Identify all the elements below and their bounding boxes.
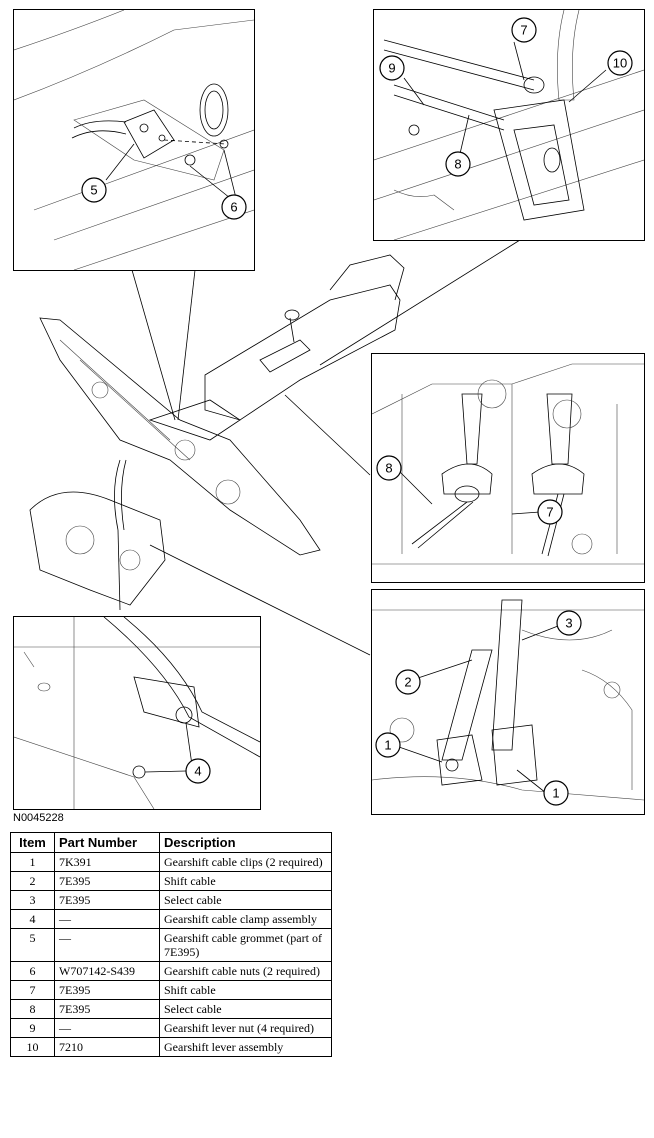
- cell-item: 6: [10, 961, 55, 981]
- table-row: 9 — Gearshift lever nut (4 required): [10, 1018, 332, 1038]
- callout-7: 7: [511, 17, 537, 43]
- cell-part-number: —: [54, 909, 160, 929]
- detail-panel-grommet-nuts: 5 6: [13, 9, 255, 271]
- cell-part-number: 7E395: [54, 871, 160, 891]
- table-row: 4 — Gearshift cable clamp assembly: [10, 909, 332, 929]
- callout-3: 3: [556, 610, 582, 636]
- svg-text:3: 3: [565, 616, 572, 631]
- cell-item: 9: [10, 1018, 55, 1038]
- callout-10: 10: [607, 50, 633, 76]
- callout-8: 8: [445, 151, 471, 177]
- header-item: Item: [10, 832, 55, 853]
- cell-description: Shift cable: [159, 980, 332, 1000]
- cell-part-number: 7E395: [54, 890, 160, 910]
- svg-text:2: 2: [404, 675, 411, 690]
- table-row: 5 — Gearshift cable grommet (part of 7E3…: [10, 928, 332, 962]
- callout-8: 8: [376, 455, 402, 481]
- cell-part-number: —: [54, 1018, 160, 1038]
- cell-item: 7: [10, 980, 55, 1000]
- cell-part-number: 7E395: [54, 999, 160, 1019]
- cell-item: 2: [10, 871, 55, 891]
- svg-text:8: 8: [385, 461, 392, 476]
- detail-panel-gearshift-lever: 7 9 10 8: [373, 9, 645, 241]
- callout-7: 7: [537, 499, 563, 525]
- cell-description: Gearshift cable clips (2 required): [159, 852, 332, 872]
- table-header-row: Item Part Number Description: [10, 832, 332, 853]
- svg-text:6: 6: [230, 200, 237, 215]
- callout-1: 1: [543, 780, 569, 806]
- cell-description: Select cable: [159, 999, 332, 1019]
- table-row: 6 W707142-S439 Gearshift cable nuts (2 r…: [10, 961, 332, 981]
- table-row: 8 7E395 Select cable: [10, 999, 332, 1019]
- cell-item: 5: [10, 928, 55, 962]
- table-row: 7 7E395 Shift cable: [10, 980, 332, 1000]
- header-part-number: Part Number: [54, 832, 160, 853]
- cell-item: 10: [10, 1037, 55, 1057]
- table-row: 10 7210 Gearshift lever assembly: [10, 1037, 332, 1057]
- svg-text:1: 1: [552, 786, 559, 801]
- svg-text:8: 8: [454, 157, 461, 172]
- svg-text:5: 5: [90, 183, 97, 198]
- svg-text:1: 1: [384, 738, 391, 753]
- exploded-view-figure: 5 6 7: [13, 9, 645, 815]
- table-row: 3 7E395 Select cable: [10, 890, 332, 910]
- cell-description: Gearshift cable grommet (part of 7E395): [159, 928, 332, 962]
- cell-item: 3: [10, 890, 55, 910]
- callout-1: 1: [375, 732, 401, 758]
- svg-text:4: 4: [194, 764, 201, 779]
- cell-description: Gearshift lever assembly: [159, 1037, 332, 1057]
- callout-6: 6: [221, 194, 247, 220]
- cell-description: Select cable: [159, 890, 332, 910]
- detail-panel-transmission-connection: 3 2 1 1: [371, 589, 645, 815]
- cell-part-number: —: [54, 928, 160, 962]
- cell-part-number: W707142-S439: [54, 961, 160, 981]
- cell-item: 1: [10, 852, 55, 872]
- cell-part-number: 7210: [54, 1037, 160, 1057]
- callout-2: 2: [395, 669, 421, 695]
- header-description: Description: [159, 832, 332, 853]
- cell-part-number: 7K391: [54, 852, 160, 872]
- callout-4: 4: [185, 758, 211, 784]
- svg-text:10: 10: [613, 56, 627, 71]
- callout-9: 9: [379, 55, 405, 81]
- cell-item: 8: [10, 999, 55, 1019]
- cell-description: Gearshift cable clamp assembly: [159, 909, 332, 929]
- detail-panel-cable-clamp: 4: [13, 616, 261, 810]
- callout-5: 5: [81, 177, 107, 203]
- cell-part-number: 7E395: [54, 980, 160, 1000]
- cell-item: 4: [10, 909, 55, 929]
- figure-id: N0045228: [13, 812, 64, 824]
- cell-description: Gearshift cable nuts (2 required): [159, 961, 332, 981]
- svg-text:7: 7: [546, 505, 553, 520]
- table-row: 2 7E395 Shift cable: [10, 871, 332, 891]
- cell-description: Gearshift lever nut (4 required): [159, 1018, 332, 1038]
- detail-panel-cable-ends: 8 7: [371, 353, 645, 583]
- svg-text:7: 7: [520, 23, 527, 38]
- svg-text:9: 9: [388, 61, 395, 76]
- parts-table: Item Part Number Description 1 7K391 Gea…: [10, 832, 332, 1057]
- cell-description: Shift cable: [159, 871, 332, 891]
- table-row: 1 7K391 Gearshift cable clips (2 require…: [10, 852, 332, 872]
